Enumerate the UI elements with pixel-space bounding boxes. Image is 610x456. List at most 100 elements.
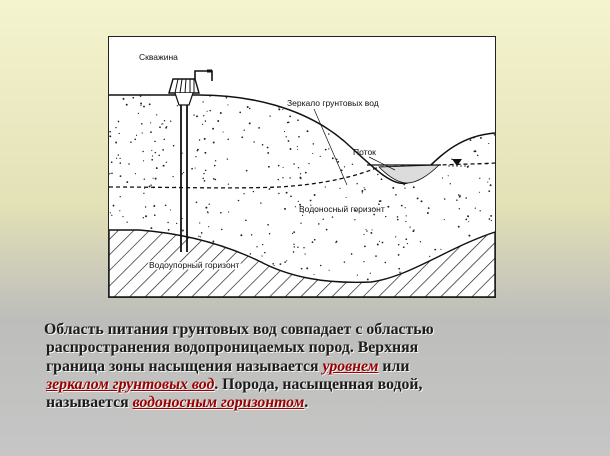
stipple-dot: [135, 134, 138, 136]
stipple-dot: [151, 149, 153, 152]
stipple-dot: [183, 171, 185, 174]
stipple-dot: [282, 177, 284, 179]
stipple-dot: [340, 169, 343, 172]
stipple-dot: [151, 155, 154, 157]
stipple-dot: [212, 127, 215, 130]
stipple-dot: [360, 117, 362, 120]
stipple-dot: [393, 156, 396, 159]
stipple-dot: [286, 260, 288, 262]
stipple-dot: [319, 264, 322, 267]
stipple-dot: [148, 185, 151, 188]
stipple-dot: [226, 158, 229, 160]
stipple-dot: [134, 138, 137, 141]
stipple-dot: [310, 204, 312, 206]
stipple-dot: [345, 196, 347, 198]
stipple-dot: [405, 238, 408, 241]
stipple-dot: [488, 190, 491, 193]
stipple-dot: [475, 92, 476, 93]
stipple-dot: [163, 120, 166, 122]
stipple-dot: [388, 153, 390, 155]
stipple-dot: [488, 178, 491, 180]
stipple-dot: [356, 112, 358, 114]
stipple-dot: [304, 171, 307, 174]
stipple-dot: [363, 187, 365, 189]
stipple-dot: [484, 126, 486, 128]
stipple-dot: [410, 130, 413, 133]
stipple-dot: [343, 261, 346, 263]
stipple-dot: [378, 240, 381, 242]
stipple-dot: [331, 216, 334, 218]
stipple-dot: [191, 167, 193, 170]
stipple-dot: [284, 207, 286, 210]
stipple-dot: [366, 230, 368, 232]
stream-water: [378, 164, 440, 184]
stipple-dot: [119, 157, 121, 160]
stipple-dot: [199, 236, 202, 238]
aquiclude-layer: [109, 229, 495, 297]
stipple-dot: [266, 146, 269, 149]
stipple-dot: [322, 218, 324, 220]
stipple-dot: [326, 95, 329, 97]
stipple-dot: [297, 200, 299, 202]
stipple-dot: [378, 200, 381, 203]
stipple-dot: [256, 246, 258, 248]
stipple-dot: [351, 163, 354, 165]
stipple-dot: [198, 139, 201, 141]
caption-line: распространения водопроницаемых пород. В…: [46, 339, 419, 357]
stipple-dot: [380, 178, 383, 181]
stipple-dot: [369, 124, 371, 126]
stipple-dot: [285, 191, 288, 194]
stipple-dot: [245, 169, 248, 172]
stipple-dot: [412, 186, 415, 189]
stipple-dot: [134, 173, 137, 175]
stipple-dot: [316, 210, 318, 212]
stipple-dot: [261, 143, 264, 146]
stipple-dot: [332, 120, 334, 122]
stipple-dot: [461, 114, 464, 116]
stipple-dot: [363, 260, 365, 263]
stipple-dot: [225, 96, 228, 99]
stipple-dot: [300, 177, 302, 180]
stipple-dot: [109, 173, 111, 175]
stipple-dot: [248, 122, 251, 125]
stipple-dot: [304, 253, 306, 255]
stipple-dot: [305, 94, 306, 95]
stipple-dot: [203, 115, 205, 117]
stipple-dot: [447, 175, 449, 177]
stipple-dot: [313, 238, 316, 241]
stipple-dot: [203, 172, 205, 175]
stipple-dot: [109, 135, 112, 138]
stipple-dot: [262, 243, 264, 246]
stipple-dot: [207, 212, 209, 214]
stipple-dot: [399, 158, 402, 161]
stipple-dot: [161, 123, 163, 125]
stipple-dot: [312, 152, 314, 154]
stipple-dot: [457, 225, 460, 228]
stipple-dot: [396, 216, 399, 218]
stipple-dot: [420, 200, 423, 203]
stipple-dot: [200, 232, 203, 234]
stipple-dot: [245, 219, 247, 222]
stipple-dot: [261, 255, 263, 257]
stipple-dot: [287, 140, 290, 142]
stipple-dot: [141, 123, 143, 125]
stipple-dot: [364, 188, 366, 191]
stipple-dot: [137, 112, 140, 115]
stipple-dot: [313, 194, 316, 196]
stipple-dot: [392, 143, 395, 145]
stipple-dot: [297, 148, 299, 150]
stipple-dot: [140, 102, 143, 105]
stipple-dot: [490, 214, 493, 217]
stipple-dot: [300, 222, 302, 224]
stipple-dot: [493, 95, 495, 96]
stipple-dot: [311, 241, 314, 243]
stipple-dot: [405, 215, 407, 217]
stipple-dot: [395, 236, 397, 238]
stipple-dot: [402, 148, 405, 150]
stipple-dot: [389, 111, 391, 113]
stipple-dot: [142, 150, 144, 153]
stipple-dot: [267, 165, 270, 168]
stipple-dot: [376, 243, 379, 246]
stipple-dot: [267, 151, 270, 154]
stipple-dot: [426, 212, 429, 214]
